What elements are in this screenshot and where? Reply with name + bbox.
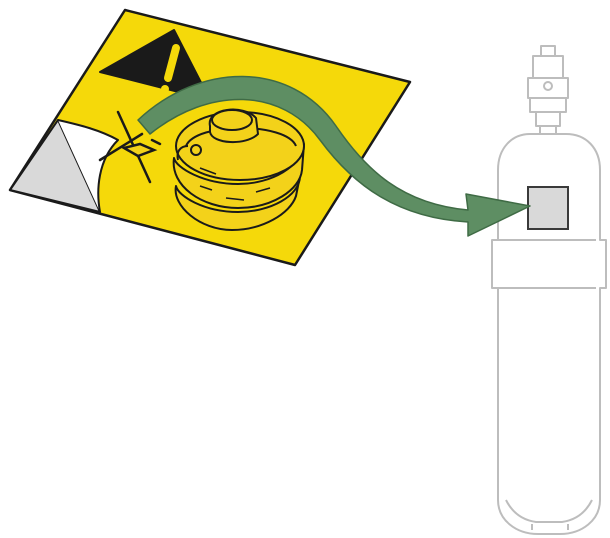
regulator-illustration (172, 108, 305, 231)
gas-cylinder (491, 45, 607, 535)
regulator-outlet (176, 145, 189, 161)
placement-arrow (137, 75, 531, 237)
cylinder-upper-body (491, 133, 607, 535)
cylinder-foot (531, 524, 569, 530)
cylinder-valve-body (527, 77, 569, 99)
regulator-lower-body (174, 175, 301, 231)
regulator-mid-body (172, 143, 305, 209)
prohibited-cross-icon (98, 110, 162, 184)
curved-arrow-icon (137, 75, 531, 237)
warning-label (8, 8, 412, 267)
cylinder-base (505, 499, 593, 523)
cylinder-valve-neck (535, 111, 561, 127)
backing-curl (57, 119, 119, 213)
peel-off-backing (9, 119, 119, 213)
cylinder-valve-top (540, 45, 556, 57)
label-target-area (527, 186, 569, 230)
cylinder-valve-knob (543, 81, 553, 91)
cylinder-valve-cap (532, 55, 564, 79)
cylinder-neck-ring (539, 125, 557, 135)
warning-triangle-icon (99, 29, 211, 101)
cylinder-valve-collar (529, 97, 567, 113)
